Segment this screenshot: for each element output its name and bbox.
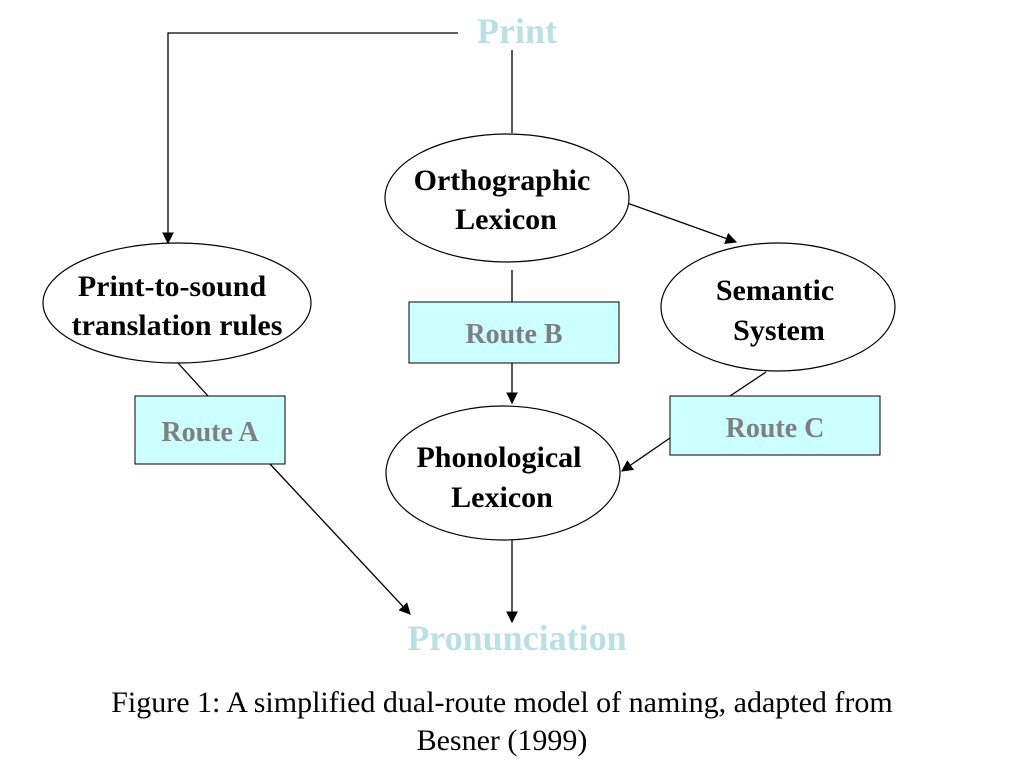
route-a-box: Route A — [134, 395, 286, 465]
print-to-sound-line2: translation rules — [72, 309, 283, 342]
orthographic-lexicon-node: Orthographic Lexicon — [384, 133, 630, 263]
phonological-lexicon-line1: Phonological — [416, 441, 581, 474]
route-a-label: Route A — [161, 417, 259, 448]
edge-orthographic-to-semantic — [626, 202, 738, 244]
phonological-lexicon-node: Phonological Lexicon — [385, 405, 621, 541]
edge-route-a-to-pronunciation — [269, 463, 411, 615]
edge-rules-to-route-a — [177, 362, 209, 397]
print-to-sound-rules-node: Print-to-sound translation rules — [42, 242, 312, 364]
semantic-system-line2: System — [733, 314, 825, 347]
print-to-sound-line1: Print-to-sound — [78, 270, 267, 303]
route-b-label: Route B — [465, 319, 562, 350]
route-c-label: Route C — [726, 413, 825, 444]
edge-route-c-to-phonological — [621, 437, 671, 472]
orthographic-lexicon-line2: Lexicon — [455, 203, 557, 236]
phonological-lexicon-line2: Lexicon — [451, 481, 553, 514]
route-b-box: Route B — [408, 301, 620, 364]
edge-print-to-sound-rules — [162, 32, 458, 245]
print-label: Print — [477, 11, 557, 51]
edge-semantic-to-route-c — [729, 371, 767, 397]
caption-line1: Figure 1: A simplified dual-route model … — [111, 686, 893, 719]
dual-route-diagram: Print Pronunciation Orthographic Lexicon… — [42, 11, 896, 658]
orthographic-lexicon-line1: Orthographic — [414, 164, 591, 197]
pronunciation-label: Pronunciation — [407, 618, 626, 658]
figure-caption: Figure 1: A simplified dual-route model … — [0, 684, 1004, 760]
semantic-system-line1: Semantic — [716, 274, 834, 307]
semantic-system-node: Semantic System — [660, 242, 896, 372]
route-c-box: Route C — [669, 395, 881, 456]
caption-line2: Besner (1999) — [416, 724, 588, 757]
